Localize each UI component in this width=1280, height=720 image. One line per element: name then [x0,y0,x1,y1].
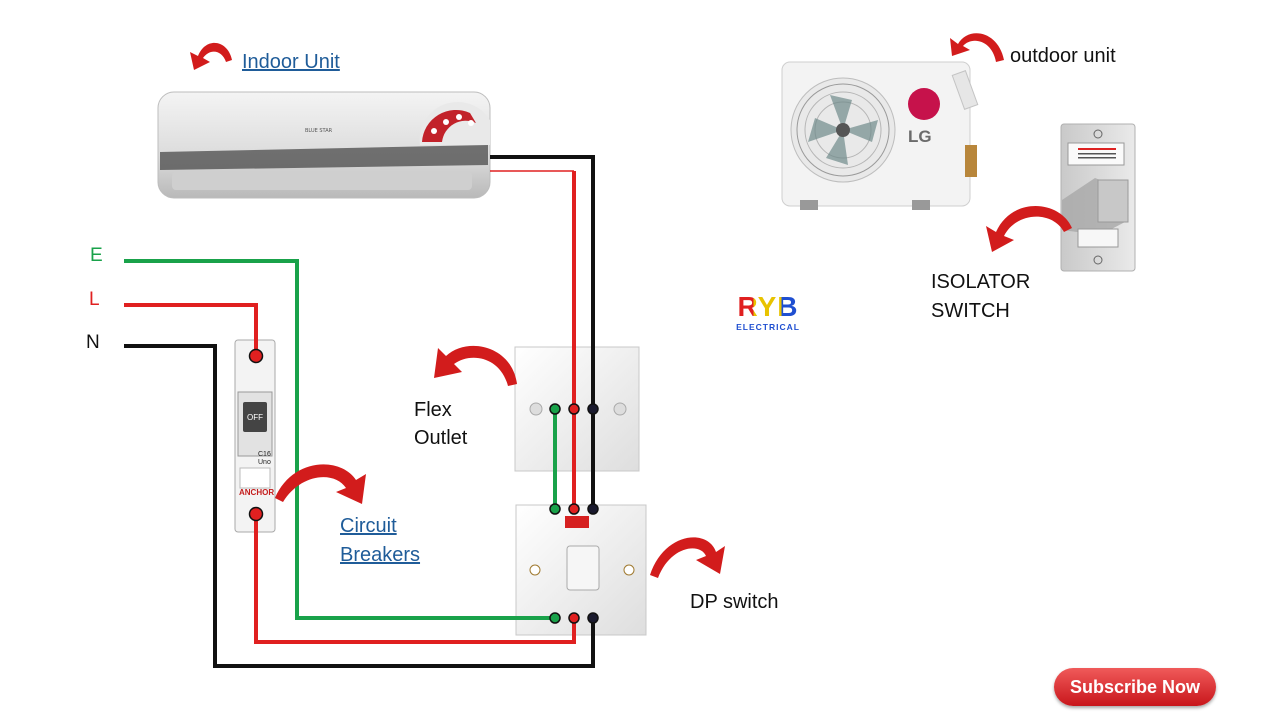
breaker-state: OFF [247,413,263,422]
arrow-breaker-icon [275,464,366,504]
flex-outlet-label-line2: Outlet [414,427,468,449]
arrow-outdoor-unit-icon [950,33,1004,62]
dp-switch-label: DP switch [690,591,779,613]
isolator-label-line2: SWITCH [931,300,1010,322]
earth-wire [124,259,555,620]
earth-label: E [90,245,103,266]
neutral-wire-up [490,155,595,509]
arrow-isolator-icon [986,206,1072,252]
indoor-control-panel [419,101,490,145]
isolator-label-line1: ISOLATOR [931,271,1031,293]
flex-outlet [514,346,640,472]
neutral-label: N [86,332,100,353]
outdoor-unit: LG [781,61,979,210]
pointer-arrows [190,33,1072,578]
outdoor-unit-brand: LG [908,127,932,146]
indoor-unit-badge: BLUE STAR [305,128,333,134]
ryb-logo: RYB ELECTRICAL [726,292,810,334]
outdoor-unit-label: outdoor unit [1010,45,1116,67]
live-label: L [89,289,100,310]
isolator-switch [1060,123,1136,272]
arrow-dp-switch-icon [650,537,725,578]
subscribe-button[interactable]: Subscribe Now [1054,668,1216,706]
flex-outlet-label-line1: Flex [414,399,452,421]
arrow-indoor-unit-icon [190,42,232,70]
live-wire-supply [124,303,258,356]
ryb-logo-main: RYB [726,292,810,322]
breaker-brand: ANCHOR [239,488,274,497]
dp-switch [515,504,647,636]
indoor-unit-label[interactable]: Indoor Unit [242,51,340,73]
circuit-breaker: OFF C16 Uno ANCHOR [234,339,276,533]
live-wire-breaker-out [254,514,576,644]
ryb-logo-sub: ELECTRICAL [736,322,800,332]
neutral-wire [124,344,595,668]
wires [124,155,595,668]
terminals [248,348,599,624]
breaker-model: Uno [258,459,271,466]
circuit-breakers-label-line2[interactable]: Breakers [340,544,421,566]
circuit-breakers-label-line1[interactable]: Circuit [340,515,397,537]
arrow-flex-outlet-icon [434,345,517,386]
breaker-rating: C16 [258,451,271,458]
indoor-unit: BLUE STAR [157,91,491,199]
